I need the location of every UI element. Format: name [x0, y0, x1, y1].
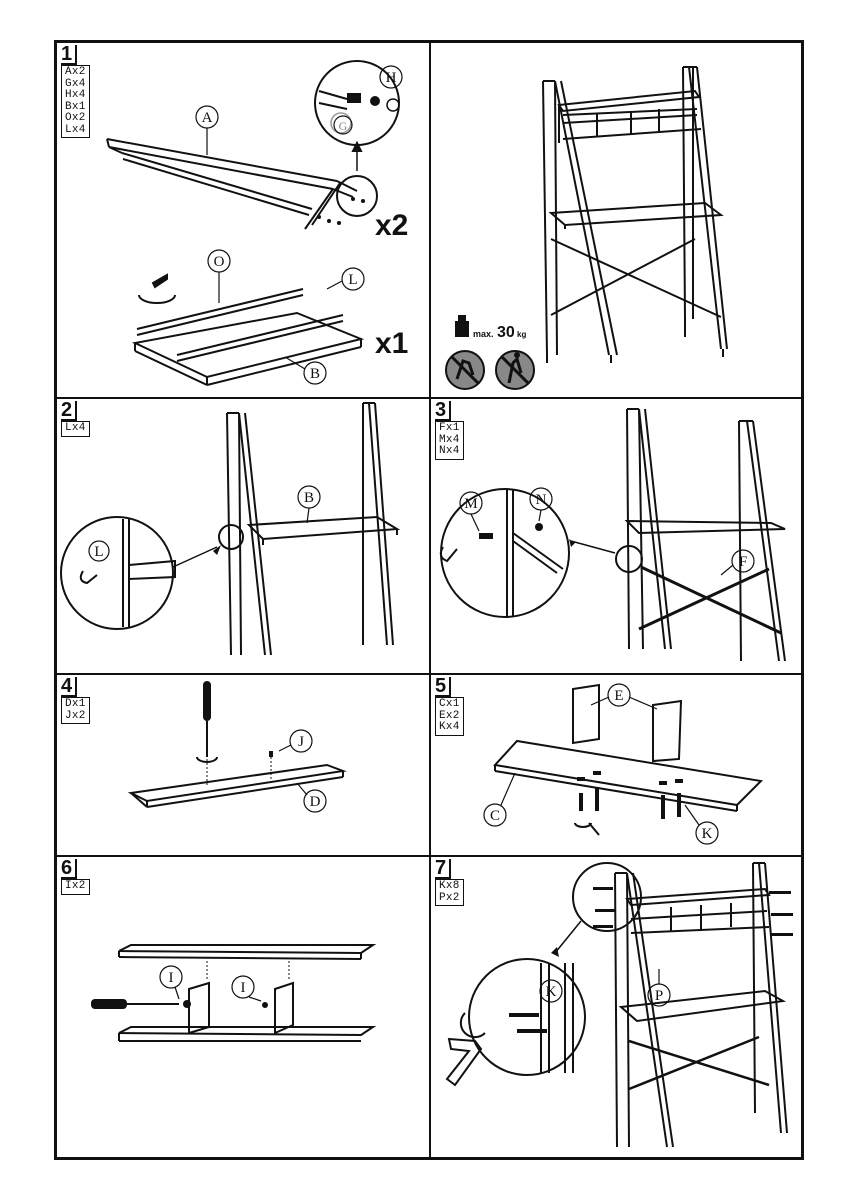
step-number: 3 — [435, 400, 452, 421]
step-1-illustration: A H G O L B x2 x1 — [106, 60, 408, 386]
label-N: N — [536, 492, 547, 508]
part-item: Mx4 — [439, 433, 460, 446]
label-I: I — [241, 980, 246, 996]
part-item: Ax2 — [65, 66, 86, 78]
overview-panel: max. 30 kg — [431, 43, 801, 399]
step-number: 7 — [435, 858, 452, 879]
multiplier-x1: x1 — [375, 327, 408, 360]
step-6-illustration: I I — [91, 944, 377, 1042]
step-3-illustration: M N F — [439, 408, 786, 662]
parts-list: Ax2 Gx4 Hx4 Bx1 Ox2 Lx4 — [61, 65, 90, 138]
label-O: O — [214, 254, 225, 270]
label-D: D — [310, 794, 321, 810]
label-L: L — [348, 272, 357, 288]
step-number: 5 — [435, 676, 452, 697]
label-K: K — [546, 984, 557, 1000]
parts-list: Ix2 — [61, 879, 90, 895]
label-B: B — [304, 490, 314, 506]
part-item: Ox2 — [65, 112, 86, 124]
step-1-panel: A H G O L B x2 x1 1 Ax2 Gx4 Hx4 Bx1 Ox2 … — [57, 43, 431, 399]
assembled-desk-illustration: max. 30 kg — [445, 66, 728, 390]
step-number: 4 — [61, 676, 78, 697]
step-number: 6 — [61, 858, 78, 879]
no-climbing-icon — [445, 350, 485, 390]
part-item: Nx4 — [439, 445, 460, 457]
label-B: B — [310, 366, 320, 382]
instruction-sheet: A H G O L B x2 x1 1 Ax2 Gx4 Hx4 Bx1 Ox2 … — [54, 40, 804, 1160]
parts-list: Kx8 Px2 — [435, 879, 464, 906]
part-item: Fx1 — [439, 422, 460, 434]
step-7-panel: K P 7 Kx8 Px2 — [431, 857, 801, 1157]
step-5-panel: E C K 5 Cx1 Ex2 Kx4 — [431, 675, 801, 857]
part-item: Ix2 — [65, 880, 86, 892]
max-load-value: 30 — [497, 324, 515, 341]
label-L: L — [94, 544, 103, 560]
part-item: Gx4 — [65, 77, 86, 90]
step-5-illustration: E C K — [483, 683, 764, 845]
parts-list: Dx1 Jx2 — [61, 697, 90, 724]
no-standing-icon — [495, 350, 535, 390]
step-4-panel: J D 4 Dx1 Jx2 — [57, 675, 431, 857]
part-item: Hx4 — [65, 89, 86, 101]
step-number: 2 — [61, 400, 78, 421]
step-2-illustration: L B — [60, 402, 401, 656]
part-item: Lx4 — [65, 123, 86, 136]
part-item: Lx4 — [65, 422, 86, 434]
step-3-panel: M N F 3 Fx1 Mx4 Nx4 — [431, 399, 801, 675]
step-2-panel: L B 2 Lx4 — [57, 399, 431, 675]
label-C: C — [490, 808, 500, 824]
label-J: J — [298, 734, 304, 750]
label-H: H — [386, 70, 397, 86]
max-load-unit: kg — [517, 330, 526, 339]
multiplier-x2: x2 — [375, 209, 408, 242]
part-item: Jx2 — [65, 709, 86, 722]
label-F: F — [739, 554, 747, 570]
step-4-illustration: J D — [127, 681, 347, 813]
parts-list: Fx1 Mx4 Nx4 — [435, 421, 464, 460]
label-A: A — [202, 110, 213, 126]
part-item: Kx8 — [439, 880, 460, 892]
label-K: K — [702, 826, 713, 842]
max-prefix: max. — [473, 329, 494, 339]
part-item: Kx4 — [439, 721, 460, 733]
label-E: E — [614, 688, 623, 704]
part-item: Bx1 — [65, 100, 86, 113]
parts-list: Cx1 Ex2 Kx4 — [435, 697, 464, 736]
step-7-illustration: K P — [445, 862, 793, 1148]
label-G: G — [339, 119, 348, 133]
step-6-panel: I I 6 Ix2 — [57, 857, 431, 1157]
part-item: Px2 — [439, 891, 460, 904]
label-M: M — [464, 496, 477, 512]
part-item: Dx1 — [65, 698, 86, 710]
part-item: Ex2 — [439, 709, 460, 722]
step-number: 1 — [61, 44, 78, 65]
parts-list: Lx4 — [61, 421, 90, 437]
label-P: P — [655, 988, 663, 1004]
label-I: I — [169, 970, 174, 986]
part-item: Cx1 — [439, 698, 460, 710]
